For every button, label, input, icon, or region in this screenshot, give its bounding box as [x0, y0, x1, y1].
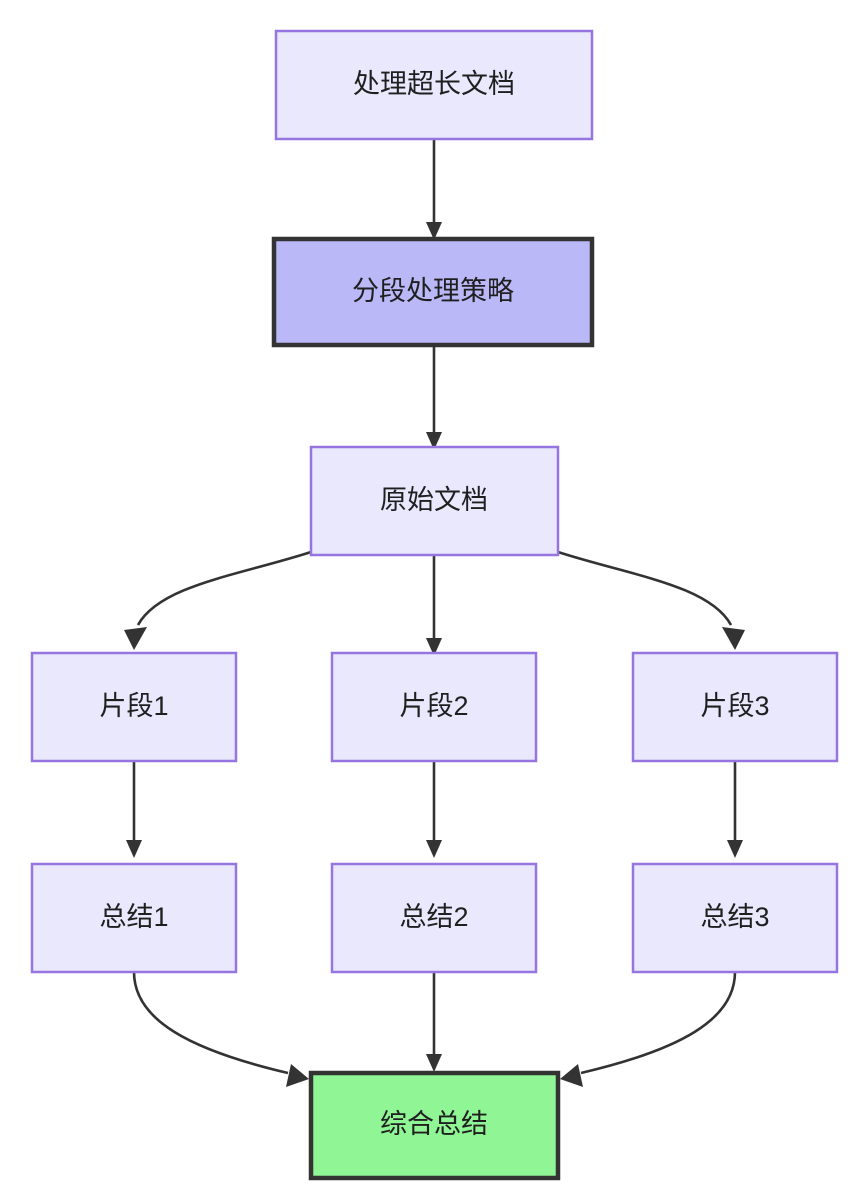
node-shape[interactable]: [330, 862, 538, 974]
node-fragment-1[interactable]: 片段1: [30, 651, 238, 763]
arrow-head-icon: [727, 840, 743, 858]
arrow-head-icon: [560, 1064, 583, 1087]
edge-line: [557, 550, 733, 626]
node-comprehensive-summary[interactable]: 综合总结: [308, 1070, 561, 1181]
node-process-long-document[interactable]: 处理超长文档: [274, 29, 594, 141]
edge-line: [132, 971, 289, 1075]
node-shape[interactable]: [274, 29, 594, 141]
edge-line: [580, 971, 737, 1075]
node-label: 总结2: [399, 902, 468, 932]
edge-group: [124, 139, 745, 1087]
edge-n5-n8: [426, 761, 442, 858]
node-label: 片段2: [399, 691, 468, 721]
arrow-head-icon: [426, 222, 442, 240]
edge-n6-n9: [727, 761, 743, 858]
node-shape[interactable]: [309, 445, 560, 557]
node-label: 综合总结: [380, 1109, 488, 1139]
edge-line: [136, 550, 312, 626]
node-label: 分段处理策略: [352, 276, 514, 306]
node-shape[interactable]: [271, 236, 595, 348]
edge-n2-n3: [426, 347, 442, 450]
edge-n8-n10: [426, 972, 442, 1072]
node-label: 片段3: [700, 691, 769, 721]
node-shape[interactable]: [631, 862, 839, 974]
node-label: 总结3: [700, 902, 769, 932]
node-shape[interactable]: [30, 651, 238, 763]
node-label: 片段1: [99, 691, 168, 721]
arrow-head-icon: [426, 638, 442, 656]
edge-n3-n5: [426, 555, 442, 656]
arrow-head-icon: [124, 627, 147, 650]
node-summary-3[interactable]: 总结3: [631, 862, 839, 974]
arrow-head-icon: [722, 627, 745, 650]
edge-n1-n2: [426, 139, 442, 240]
arrow-head-icon: [426, 432, 442, 450]
edge-n3-n4: [124, 550, 312, 650]
node-shape[interactable]: [308, 1070, 561, 1181]
node-original-document[interactable]: 原始文档: [309, 445, 560, 557]
node-label: 总结1: [99, 902, 168, 932]
arrow-head-icon: [426, 840, 442, 858]
node-shape[interactable]: [30, 862, 238, 974]
arrow-head-icon: [126, 840, 142, 858]
node-group: 处理超长文档 分段处理策略 原始文档 片段1 片段2: [30, 29, 839, 1181]
node-summary-1[interactable]: 总结1: [30, 862, 238, 974]
edge-n9-n10: [560, 971, 737, 1087]
node-fragment-2[interactable]: 片段2: [330, 651, 538, 763]
node-fragment-3[interactable]: 片段3: [631, 651, 839, 763]
node-summary-2[interactable]: 总结2: [330, 862, 538, 974]
arrow-head-icon: [426, 1054, 442, 1072]
edge-n3-n6: [557, 550, 745, 650]
node-label: 原始文档: [380, 485, 488, 515]
edge-n7-n10: [132, 971, 309, 1087]
edge-n4-n7: [126, 761, 142, 858]
node-label: 处理超长文档: [353, 69, 515, 99]
arrow-head-icon: [286, 1064, 309, 1087]
node-shape[interactable]: [330, 651, 538, 763]
node-shape[interactable]: [631, 651, 839, 763]
node-chunking-strategy[interactable]: 分段处理策略: [271, 236, 595, 348]
